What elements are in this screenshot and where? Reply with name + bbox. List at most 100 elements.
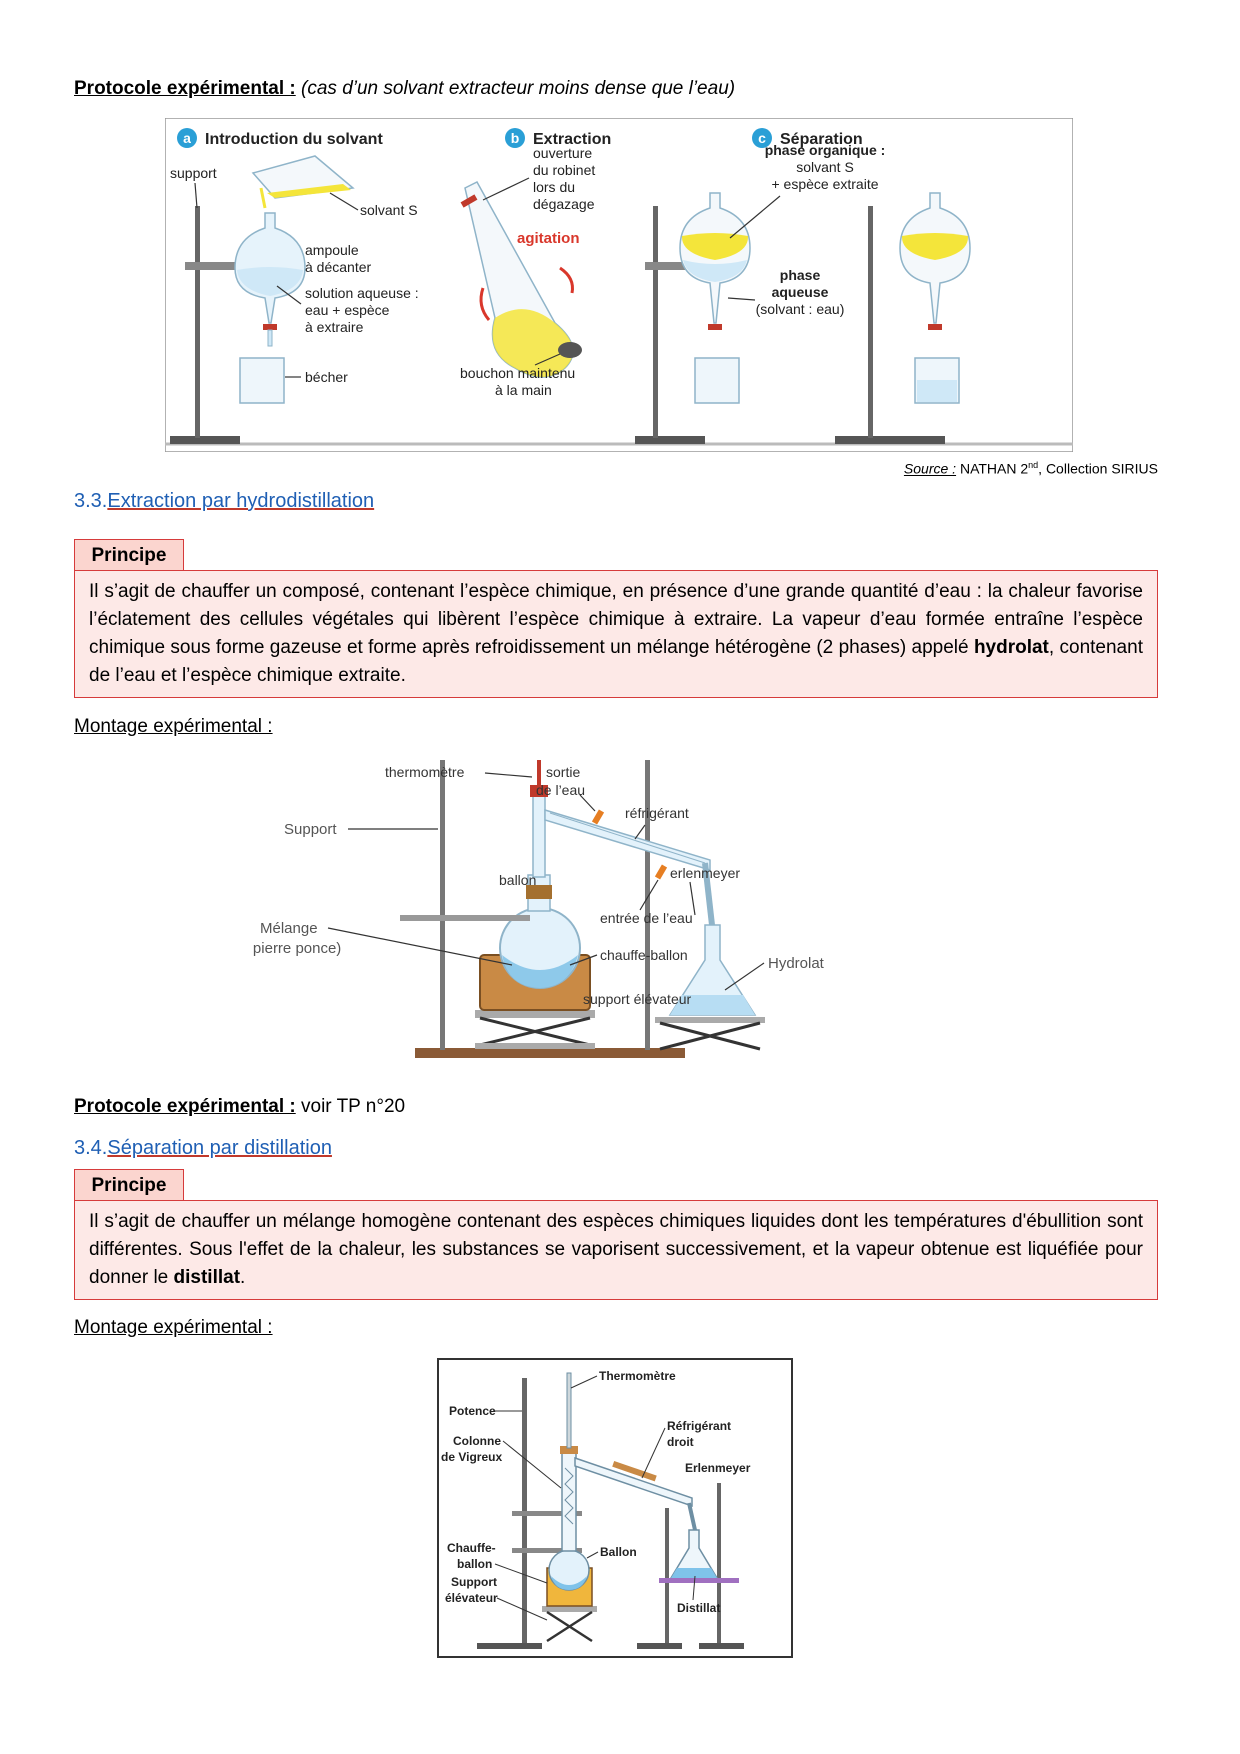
principe-tab-3-3: Principe [74, 539, 184, 571]
label-refrigerant-1: Réfrigérant [667, 1419, 731, 1433]
label-phase-aq-1: phase [780, 267, 821, 283]
source-rest: , Collection SIRIUS [1038, 460, 1158, 477]
thermometer-3-4 [566, 1372, 572, 1449]
stopper-b [558, 342, 582, 358]
label-phase-aq-3: (solvant : eau) [756, 301, 845, 317]
montage-label-3-4: Montage expérimental : [74, 1317, 273, 1338]
label-melange-1: Mélange [260, 920, 318, 937]
montage-label-3-3: Montage expérimental : [74, 716, 273, 737]
protocol-line-3-3: Protocole expérimental : voir TP n°20 [74, 1096, 405, 1118]
distillation-diagram: Thermomètre Potence Colonne de Vigreux R… [437, 1358, 793, 1658]
agitation-arrow-1 [559, 266, 574, 294]
label-chauffe-2: ballon [457, 1557, 492, 1571]
step-a-title: Introduction du solvant [205, 131, 383, 148]
step-b-letter: b [511, 130, 520, 146]
straight-condenser [574, 1456, 693, 1508]
base-board-left [415, 1048, 615, 1058]
label-ballon-3-4: Ballon [600, 1545, 637, 1559]
source-text: NATHAN 2 [959, 460, 1029, 477]
label-sortie-2: de l’eau [536, 782, 585, 798]
organic-phase-c1 [681, 233, 749, 260]
protocol-text-3-3: voir TP n°20 [295, 1096, 406, 1117]
principe-3-4-part2: . [240, 1267, 246, 1288]
step-a-letter: a [183, 130, 191, 146]
source-sup: nd [1028, 460, 1039, 470]
principe-3-3-part2: , contenant de l’eau et l’espèce chimiqu… [89, 637, 1143, 686]
label-melange-2: (+ pierre ponce) [250, 940, 341, 957]
label-support: support [170, 165, 217, 181]
label-distillat: Distillat [677, 1601, 720, 1615]
figure-source: Source : NATHAN 2nd, Collection SIRIUS [904, 460, 1158, 477]
protocol-label: Protocole expérimental : [74, 78, 296, 99]
vigreux-column [561, 1452, 577, 1552]
beaker-a [239, 357, 285, 404]
label-support: Support [284, 821, 337, 838]
agitation-arrow-2 [479, 287, 491, 321]
label-support-elevateur: support élévateur [583, 991, 692, 1007]
decantation-diagram: a Introduction du solvant b Extraction c… [164, 117, 1074, 453]
thermometer [537, 760, 541, 790]
label-ouverture-1: ouverture [533, 145, 592, 161]
label-entree: entrée de l’eau [600, 910, 693, 926]
principe-box-3-4: Il s’agit de chauffer un mélange homogèn… [74, 1200, 1158, 1300]
label-bouchon-1: bouchon maintenu [460, 365, 575, 381]
label-phase-org-3: + espèce extraite [771, 176, 878, 192]
label-ouverture-4: dégazage [533, 196, 595, 212]
label-ouverture-3: lors du [533, 179, 575, 195]
label-erlenmeyer-3-4: Erlenmeyer [685, 1461, 751, 1475]
label-support-1: Support [451, 1575, 497, 1589]
stand-rod-c1 [653, 206, 658, 438]
section-3-4-number: 3.4. [74, 1137, 108, 1159]
step-c-letter: c [758, 130, 766, 146]
label-solution-3: à extraire [305, 319, 364, 335]
principe-tab-3-4: Principe [74, 1169, 184, 1201]
aqueous-phase-c1 [683, 260, 747, 282]
step-a-badge [177, 128, 197, 148]
label-refrigerant: réfrigérant [625, 805, 689, 821]
label-sortie-1: sortie [546, 764, 580, 780]
stand-rod-a [195, 206, 200, 438]
label-ballon: ballon [499, 872, 536, 888]
figure-decantation: a Introduction du solvant b Extraction c… [164, 117, 1074, 453]
step-c-title: Séparation [780, 131, 863, 148]
base-board-right [575, 1048, 685, 1058]
tap-b [460, 194, 478, 208]
hydrodistillation-diagram: thermomètre sortie de l’eau réfrigérant … [235, 760, 825, 1058]
label-solution-2: eau + espèce [305, 302, 390, 318]
section-3-3-link[interactable]: Extraction par hydrodistillation [107, 490, 375, 512]
source-label: Source : [903, 460, 957, 477]
protocol-label-3-3: Protocole expérimental : [74, 1096, 296, 1117]
label-chauffe-ballon: chauffe-ballon [600, 947, 688, 963]
label-solvant-s: solvant S [360, 202, 418, 218]
label-erlenmeyer: erlenmeyer [670, 865, 740, 881]
stand-rod-c2 [868, 206, 873, 438]
label-phase-org-1: phase organique : [765, 142, 886, 158]
step-c-badge [752, 128, 772, 148]
label-becher: bécher [305, 369, 348, 385]
protocol-note: (cas d’un solvant extracteur moins dense… [301, 78, 736, 99]
label-ampoule-2: à décanter [305, 259, 371, 275]
label-refrigerant-2: droit [667, 1435, 694, 1449]
label-phase-org-2: solvant S [796, 159, 854, 175]
section-3-4-link[interactable]: Séparation par distillation [107, 1137, 332, 1159]
principe-box-3-3: Il s’agit de chauffer un composé, conten… [74, 570, 1158, 698]
label-phase-aq-2: aqueuse [772, 284, 829, 300]
section-3-3-title: 3.3.Extraction par hydrodistillation [74, 490, 374, 513]
principe-3-3-bold: hydrolat [973, 637, 1049, 658]
principe-3-4-part1: Il s’agit de chauffer un mélange homogèn… [89, 1211, 1143, 1288]
label-colonne-1: Colonne [453, 1434, 501, 1448]
label-thermometre: thermomètre [385, 764, 465, 780]
label-thermometre-3-4: Thermomètre [599, 1369, 676, 1383]
tap-a [263, 324, 277, 330]
label-ampoule-1: ampoule [305, 242, 359, 258]
label-hydrolat: Hydrolat [768, 955, 825, 972]
stand-base-a [170, 436, 240, 444]
section-3-4-title: 3.4.Séparation par distillation [74, 1137, 332, 1160]
label-agitation: agitation [517, 230, 580, 247]
label-solution-1: solution aqueuse : [305, 285, 419, 301]
label-potence: Potence [449, 1404, 496, 1418]
thermometer-cap [530, 785, 548, 797]
label-bouchon-2: à la main [495, 382, 552, 398]
protocol-heading-decantation: Protocole expérimental : (cas d’un solva… [74, 78, 735, 100]
stand-rod-left [440, 760, 445, 1050]
